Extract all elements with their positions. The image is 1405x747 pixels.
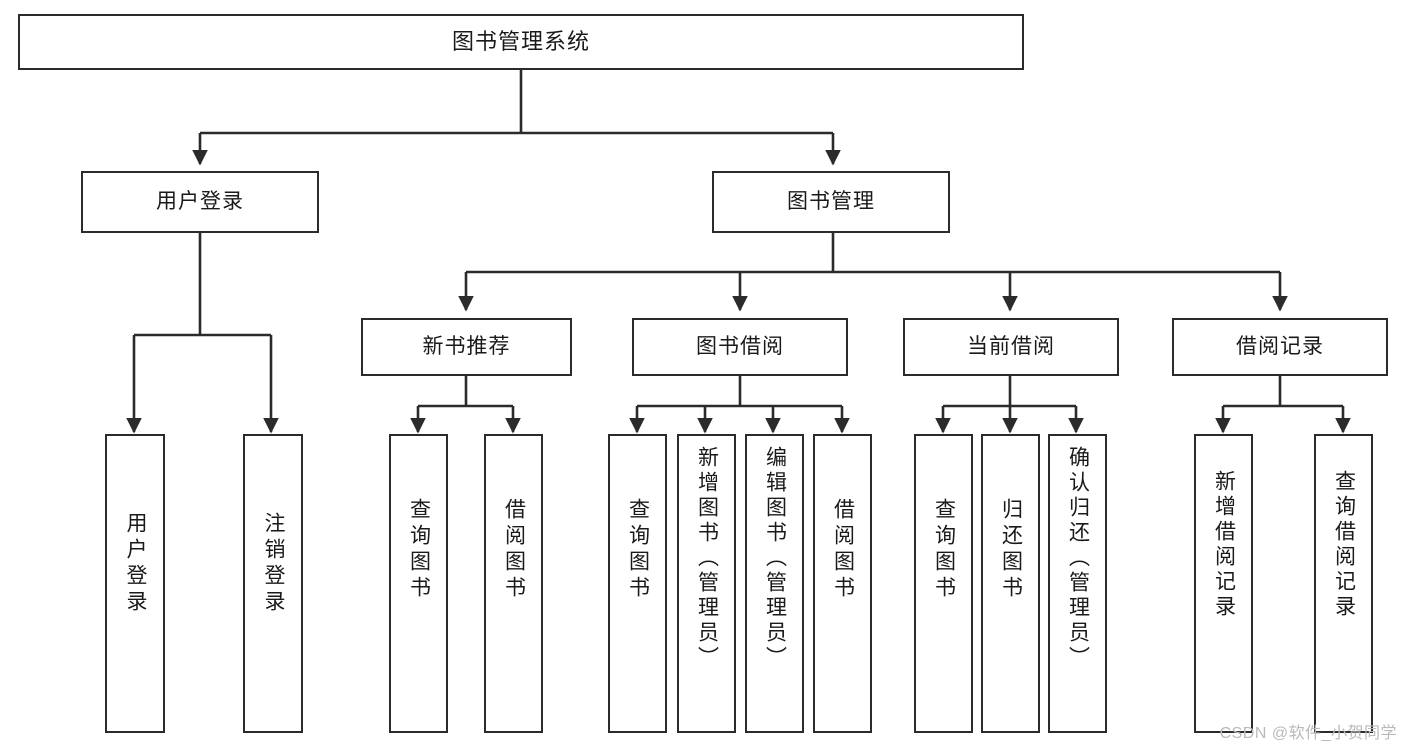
node-label: 查询图书 xyxy=(407,498,431,602)
leaf-borrow-book-recommend[interactable]: 借阅图书 xyxy=(484,434,543,733)
leaf-user-login[interactable]: 用户登录 xyxy=(105,434,165,733)
leaf-query-book-current[interactable]: 查询图书 xyxy=(914,434,973,733)
node-label: 注销登录 xyxy=(262,512,286,616)
watermark-text: CSDN @软件_小贺同学 xyxy=(1219,725,1397,742)
node-label: 用户登录 xyxy=(124,512,148,616)
leaf-add-book-admin[interactable]: 新增图书（管理员） xyxy=(677,434,736,733)
node-root-system[interactable]: 图书管理系统 xyxy=(18,14,1024,70)
leaf-logout[interactable]: 注销登录 xyxy=(243,434,303,733)
node-label: 新增借阅记录 xyxy=(1212,470,1236,620)
leaf-confirm-return-admin[interactable]: 确认归还（管理员） xyxy=(1048,434,1107,733)
leaf-query-book-recommend[interactable]: 查询图书 xyxy=(389,434,448,733)
node-label: 归还图书 xyxy=(999,498,1023,602)
node-label: 当前借阅 xyxy=(967,335,1055,359)
node-label: 借阅图书 xyxy=(831,498,855,602)
node-label: 新增图书（管理员） xyxy=(695,446,719,671)
node-label: 确认归还（管理员） xyxy=(1066,446,1090,671)
node-label: 图书借阅 xyxy=(696,335,784,359)
node-label: 借阅图书 xyxy=(502,498,526,602)
node-book-management[interactable]: 图书管理 xyxy=(712,171,950,233)
leaf-query-borrow-record[interactable]: 查询借阅记录 xyxy=(1314,434,1373,733)
node-new-book-recommend[interactable]: 新书推荐 xyxy=(361,318,572,376)
leaf-borrow-book[interactable]: 借阅图书 xyxy=(813,434,872,733)
node-book-borrow[interactable]: 图书借阅 xyxy=(632,318,848,376)
node-user-login[interactable]: 用户登录 xyxy=(81,171,319,233)
node-label: 图书管理系统 xyxy=(451,28,590,54)
leaf-query-book-borrow[interactable]: 查询图书 xyxy=(608,434,667,733)
leaf-return-book[interactable]: 归还图书 xyxy=(981,434,1040,733)
node-current-borrow[interactable]: 当前借阅 xyxy=(903,318,1119,376)
node-label: 查询图书 xyxy=(626,498,650,602)
node-label: 借阅记录 xyxy=(1236,335,1324,359)
node-label: 图书管理 xyxy=(787,190,875,214)
node-label: 查询借阅记录 xyxy=(1332,470,1356,620)
node-label: 用户登录 xyxy=(156,190,244,214)
node-label: 编辑图书（管理员） xyxy=(763,446,787,671)
node-label: 查询图书 xyxy=(932,498,956,602)
leaf-edit-book-admin[interactable]: 编辑图书（管理员） xyxy=(745,434,804,733)
node-borrow-record[interactable]: 借阅记录 xyxy=(1172,318,1388,376)
leaf-add-borrow-record[interactable]: 新增借阅记录 xyxy=(1194,434,1253,733)
node-label: 新书推荐 xyxy=(422,335,511,359)
